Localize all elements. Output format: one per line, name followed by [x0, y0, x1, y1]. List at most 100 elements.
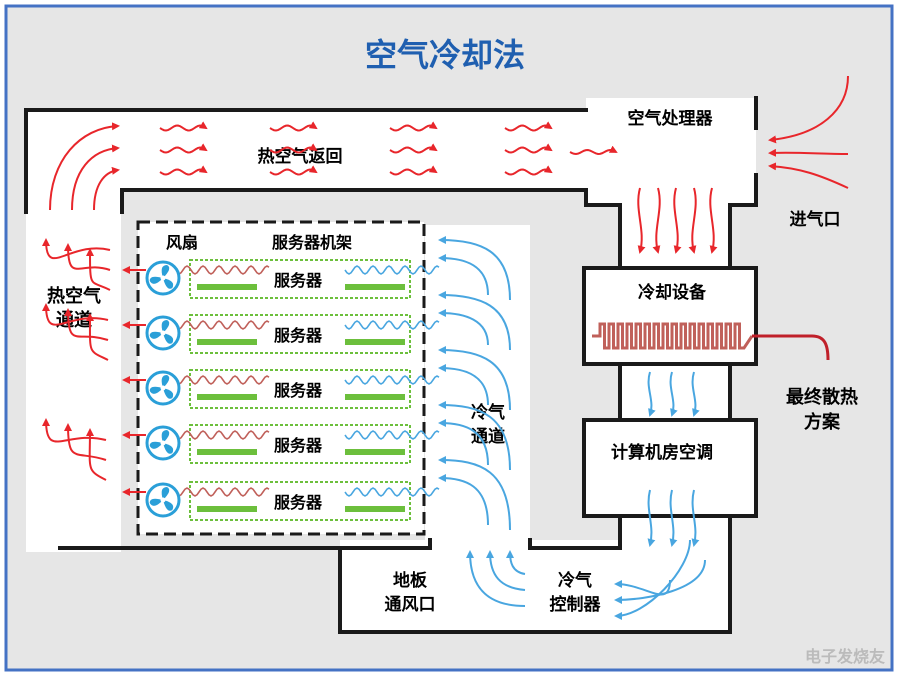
fan-icon: [145, 315, 181, 351]
fan-icon: [145, 482, 181, 518]
cold-airflow-arrow: [438, 456, 511, 531]
hot-airflow-arrow: [688, 187, 697, 254]
cold-airflow-arrow: [438, 474, 489, 526]
fan-icon: [145, 425, 181, 461]
hot-airflow-arrow: [85, 428, 107, 481]
server-led-bar: [197, 394, 257, 400]
cold-airflow-arrow: [438, 236, 511, 301]
inner-wall-top: [120, 188, 588, 214]
server-led-bar: [197, 284, 257, 290]
cold-aisle-label-1: 冷气: [471, 402, 505, 423]
cold-airflow-arrow: [438, 309, 489, 346]
hot-airflow-arrow: [673, 187, 682, 254]
cold-airflow-arrow: [614, 579, 671, 596]
server-led-bar: [345, 394, 405, 400]
final-heat-label-2: 方案: [804, 411, 841, 433]
hot-airflow-arrow: [42, 303, 109, 326]
hot-airflow-arrow: [389, 121, 438, 132]
hot-airflow-arrow: [49, 122, 120, 211]
server-led-bar: [345, 339, 405, 345]
air-inlet-label: 进气口: [790, 209, 841, 230]
cooling-equipment-label: 冷却设备: [638, 282, 707, 303]
heated-airflow: [174, 265, 270, 275]
server-unit: 服务器: [122, 314, 440, 354]
heated-airflow: [174, 320, 270, 330]
cold-aisle-label-2: 通道: [471, 426, 505, 447]
hot-airflow-arrow: [637, 187, 646, 254]
crac-label: 计算机房空调: [611, 442, 713, 463]
wall-plenum-left: [338, 538, 432, 550]
hot-airflow-arrow: [269, 165, 318, 176]
heat-rejection-pipe: [752, 334, 830, 361]
cold-airflow-arrow: [506, 550, 526, 575]
hot-airflow-arrow: [269, 143, 318, 154]
hot-airflow-arrow: [64, 423, 107, 461]
cold-airflow-arrow: [438, 364, 489, 406]
hot-airflow-arrow: [652, 187, 661, 254]
hot-return-label: 热空气返回: [258, 146, 343, 167]
heated-airflow: [174, 430, 270, 440]
hot-airflow-arrow: [389, 165, 438, 176]
hot-aisle-label-1: 热空气: [47, 285, 101, 307]
air-handler-label: 空气处理器: [628, 108, 714, 129]
cold-airflow-arrow: [691, 489, 700, 547]
hot-airflow-arrow: [504, 143, 553, 154]
hot-airflow-arrow: [709, 187, 718, 254]
hot-airflow-arrow: [569, 145, 618, 156]
server-led-bar: [197, 339, 257, 345]
wall-air-handler-right-lower: [728, 173, 758, 602]
cold-airflow-arrow: [438, 419, 489, 466]
hot-airflow-arrow: [85, 313, 109, 361]
hot-airflow-arrow: [86, 248, 111, 291]
server-led-bar: [197, 506, 257, 512]
hot-aisle-area: [26, 112, 121, 552]
hot-airflow-arrow: [504, 121, 553, 132]
server-led-bar: [345, 449, 405, 455]
cooling-coil: [592, 322, 754, 350]
cold-airflow-arrow: [438, 254, 489, 296]
server-unit: 服务器: [122, 259, 440, 299]
cold-ctrl-label-1: 冷气: [558, 570, 592, 591]
cold-airflow-arrow: [647, 371, 656, 417]
server-rack-label: 服务器机架: [272, 233, 352, 252]
server-led-bar: [345, 506, 405, 512]
hot-airflow-arrow: [768, 162, 849, 189]
cold-airflow-arrow: [438, 346, 511, 411]
wall-air-handler-left: [584, 188, 622, 550]
hot-airflow-arrow: [159, 165, 208, 176]
floor-vent-label-2: 通风口: [385, 595, 436, 615]
cool-airflow: [344, 487, 440, 497]
cold-airflow-arrow: [647, 489, 656, 547]
cool-airflow: [344, 320, 440, 330]
heated-airflow: [174, 487, 270, 497]
hot-airflow-arrow: [42, 418, 107, 443]
server-label: 服务器: [274, 436, 323, 455]
wall-floor: [528, 538, 622, 550]
cool-airflow: [344, 375, 440, 385]
server-label: 服务器: [274, 493, 323, 512]
server-label: 服务器: [274, 326, 323, 345]
hot-airflow-arrow: [269, 121, 318, 132]
title: 空气冷却法: [365, 36, 525, 74]
watermark: 电子发烧友: [805, 647, 886, 666]
cold-airflow-arrow: [466, 550, 526, 607]
cold-airflow-arrow: [669, 371, 678, 417]
hot-airflow-arrow: [42, 238, 111, 260]
hot-airflow-arrow: [93, 166, 120, 211]
hot-airflow-arrow: [159, 143, 208, 154]
cold-airflow-arrow: [691, 371, 700, 417]
hot-airflow-arrow: [768, 75, 849, 144]
server-led-bar: [345, 284, 405, 290]
fan-icon: [145, 370, 181, 406]
server-label: 服务器: [274, 381, 323, 400]
hot-airflow-arrow: [159, 121, 208, 132]
cold-aisle-area: [425, 225, 530, 555]
arrows-group: [42, 75, 849, 620]
server-unit: 服务器: [122, 424, 440, 464]
cold-airflow-arrow: [614, 539, 691, 620]
cool-airflow: [344, 430, 440, 440]
floor-vent-label-1: 地板: [393, 570, 428, 591]
